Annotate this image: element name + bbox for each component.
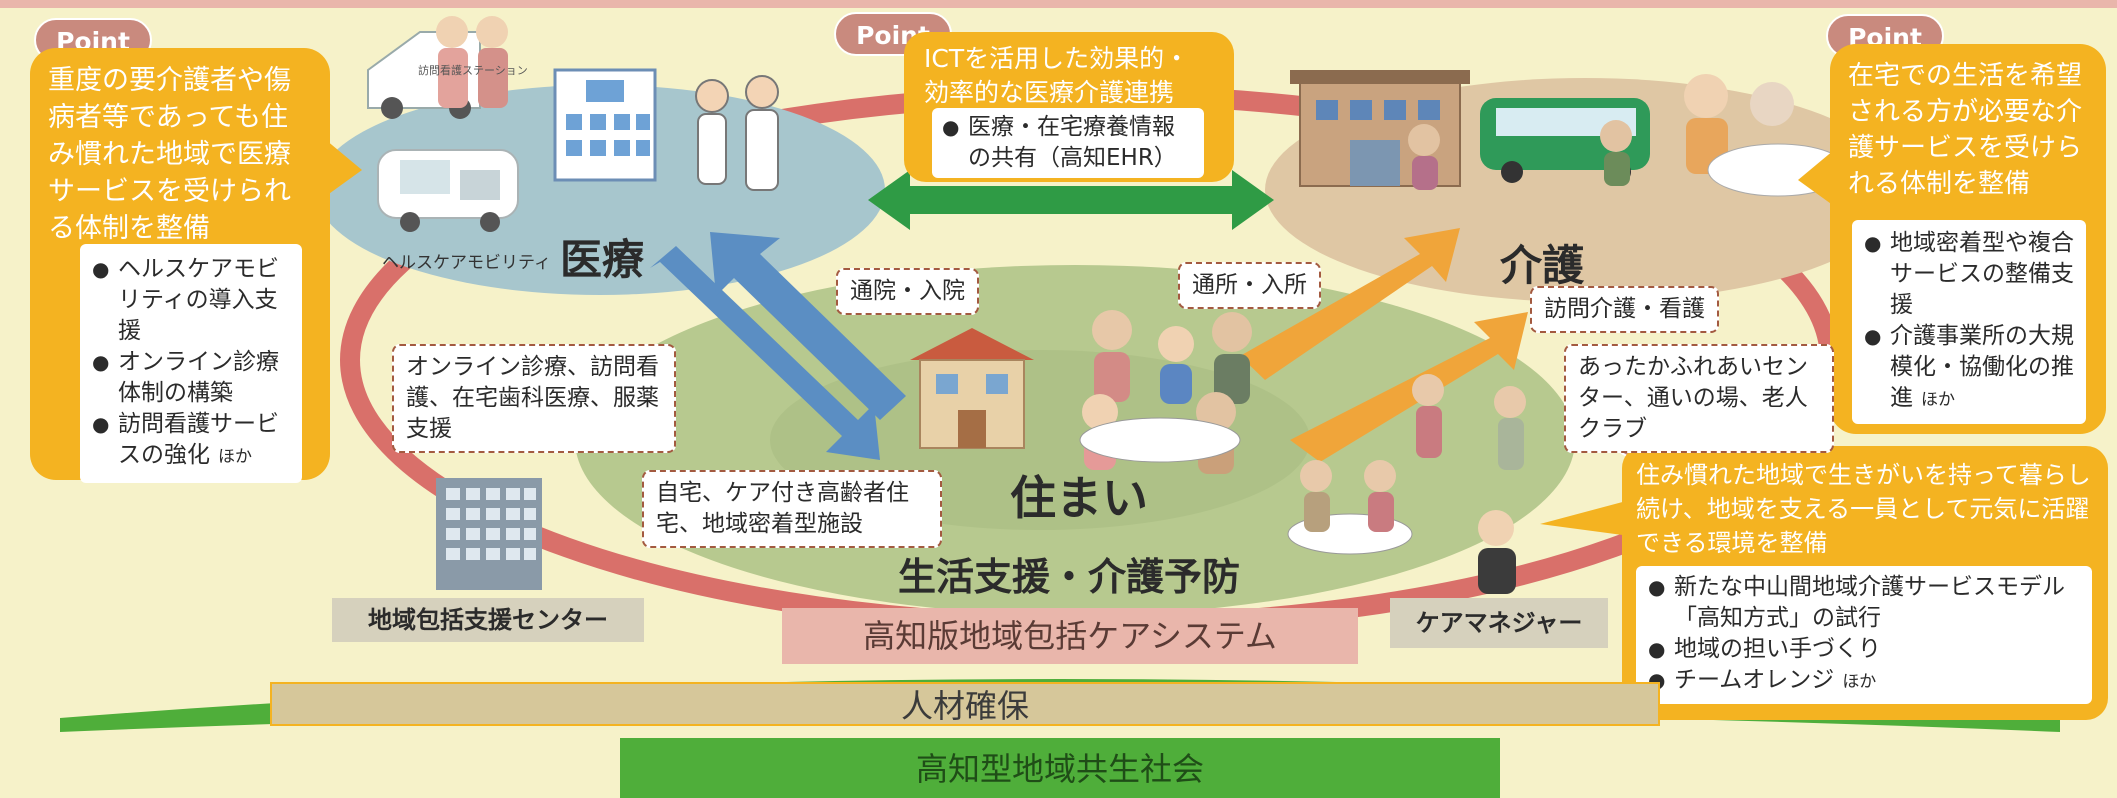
community-callout: あったかふれあいセンター、通いの場、老人クラブ: [1564, 344, 1834, 453]
hoka-note: ほか: [1921, 390, 1955, 410]
facility-visit-callout: 通所・入所: [1178, 262, 1321, 309]
hoka-note: ほか: [1842, 672, 1877, 692]
bottom-right-point-item: 新たな中山間地域介護サービスモデル「高知方式」の試行: [1648, 572, 2080, 634]
hoka-note: ほか: [218, 447, 252, 467]
medical-area-title: 医療: [560, 235, 645, 284]
nursing-van-text: 訪問看護ステーション: [418, 64, 528, 77]
exercise-elders-figures: [1287, 374, 1526, 555]
center-point-lead: ICTを活用した効果的・効率的な医療介護連携: [924, 44, 1190, 107]
mobility-caption: ヘルスケアモビリティ: [382, 253, 551, 273]
society-label: 高知型地域共生社会: [915, 750, 1204, 788]
left-point-pointer: [326, 140, 362, 196]
housing-area-title: 住まい: [1010, 471, 1148, 525]
center-point-list: 医療・在宅療養情報の共有（高知EHR）: [932, 108, 1204, 178]
housing-types-callout: 自宅、ケア付き高齢者住宅、地域密着型施設: [642, 470, 942, 548]
caremanager-figure: [1478, 510, 1516, 594]
bottom-right-point-item: 地域の担い手づくり: [1648, 634, 2080, 665]
care-facility-icon: [1290, 70, 1470, 187]
center-point-item: 医療・在宅療養情報の共有（高知EHR）: [942, 112, 1194, 174]
caremanager-label: ケアマネジャー: [1390, 598, 1608, 648]
left-point-lead: 重度の要介護者や傷病者等であっても住み慣れた地域で医療サービスを受けられる体制を…: [48, 65, 291, 244]
right-point-item: 地域密着型や複合サービスの整備支援: [1864, 228, 2074, 321]
bottom-right-point-panel: 住み慣れた地域で生きがいを持って暮らし続け、地域を支える一員として元気に活躍でき…: [1622, 446, 2108, 720]
support-area-title: 生活支援・介護予防: [898, 555, 1241, 599]
doctor-nurse-figures: [695, 75, 779, 191]
right-point-panel: 在宅での生活を希望される方が必要な介護サービスを受けられる体制を整備 地域密着型…: [1830, 44, 2106, 434]
care-area-title: 介護: [1500, 241, 1585, 290]
right-point-lead: 在宅での生活を希望される方が必要な介護サービスを受けられる体制を整備: [1848, 61, 2083, 199]
left-point-list: ヘルスケアモビリティの導入支援 オンライン診療体制の構築 訪問看護サービスの強化…: [80, 244, 302, 483]
bottom-right-point-lead: 住み慣れた地域で生きがいを持って暮らし続け、地域を支える一員として元気に活躍でき…: [1636, 461, 2091, 557]
community-center-label: 地域包括支援センター: [332, 598, 644, 642]
right-point-pointer: [1798, 150, 1834, 206]
hospital-visit-callout: 通院・入院: [836, 268, 979, 315]
community-center-building-icon: [436, 478, 542, 590]
bottom-right-point-pointer: [1540, 500, 1630, 536]
hr-label: 人材確保: [270, 682, 1660, 726]
left-point-panel: 重度の要介護者や傷病者等であっても住み慣れた地域で医療サービスを受けられる体制を…: [30, 48, 330, 483]
visiting-staff-figures: [436, 16, 508, 108]
online-care-callout: オンライン診療、訪問看護、在宅歯科医療、服薬支援: [392, 344, 676, 453]
left-point-item: ヘルスケアモビリティの導入支援: [92, 254, 290, 347]
hospital-icon: [553, 68, 657, 182]
family-figures: [1079, 310, 1252, 474]
system-label: 高知版地域包括ケアシステム: [782, 608, 1358, 664]
bottom-right-point-list: 新たな中山間地域介護サービスモデル「高知方式」の試行 地域の担い手づくり チーム…: [1636, 566, 2092, 704]
house-icon: [910, 328, 1034, 449]
home-care-callout: 訪問介護・看護: [1530, 286, 1719, 333]
mobility-vehicle-icon: [377, 149, 519, 232]
left-point-item: オンライン診療体制の構築: [92, 347, 290, 409]
